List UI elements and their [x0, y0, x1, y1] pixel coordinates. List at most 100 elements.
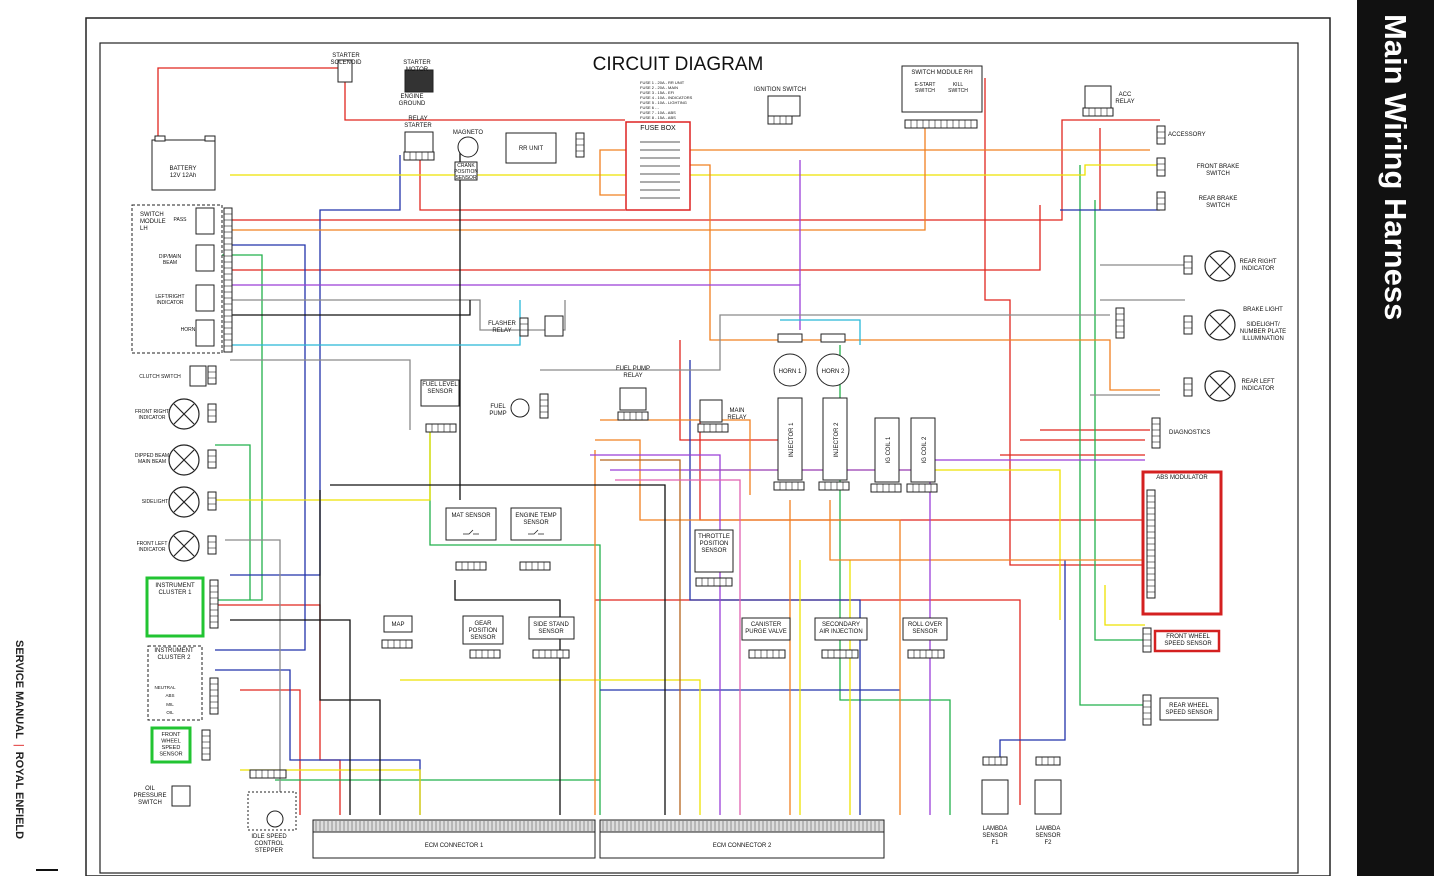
fuse-rating-row: FUSE 4 - 10A - INDICATORS — [640, 95, 693, 100]
label-front-brake-switch: FRONT BRAKE — [1197, 164, 1240, 170]
label-front-right-indicator: FRONT RIGHT — [135, 409, 169, 415]
battery-terminal-pos — [204, 135, 216, 142]
label-sidelight: SIDELIGHT — [142, 499, 168, 505]
label-secondary-air-injection: SECONDARY — [822, 622, 860, 628]
fuel-pump — [510, 398, 530, 418]
magneto — [457, 136, 479, 158]
label-engine-ground: ENGINE — [400, 94, 423, 100]
fuel-pump-relay — [619, 387, 647, 411]
wire-green — [215, 444, 251, 600]
wire-green — [1094, 200, 1145, 641]
relay-starter-connector — [403, 151, 435, 161]
wire-black — [330, 484, 666, 815]
label-brake-light: BRAKE LIGHT — [1243, 307, 1283, 313]
label-lambda-f2: F2 — [1044, 840, 1052, 846]
label-gear-position-sensor: SENSOR — [470, 635, 496, 641]
label-engine-temp-sensor: ENGINE TEMP — [515, 513, 556, 519]
wire-grey — [225, 539, 281, 815]
wire-red — [215, 604, 341, 815]
label-switch-module-lh: LH — [140, 226, 148, 232]
label-rr-unit: RR UNIT — [519, 146, 544, 152]
wire-black — [230, 300, 471, 316]
ig-coil-2 — [910, 417, 936, 483]
label-front-left-indicator: INDICATOR — [138, 547, 165, 553]
label-rear-left-indicator: INDICATOR — [1242, 386, 1275, 392]
label-front-wheel-speed-left: SENSOR — [159, 752, 182, 758]
rear-wheel-speed-connector — [1142, 694, 1152, 726]
wire-grey — [230, 299, 566, 331]
acc-relay-connector — [1082, 107, 1114, 117]
label-rear-wheel-speed: SPEED SENSOR — [1165, 710, 1213, 716]
label-gear-position-sensor: POSITION — [469, 628, 498, 634]
label-pass: PASS — [174, 217, 188, 223]
label-lambda-f1: LAMBDA — [983, 826, 1008, 832]
relay-starter — [404, 131, 434, 153]
label-dipped-main-beam: MAIN BEAM — [138, 459, 166, 465]
wire-red — [240, 689, 301, 815]
wire-green — [215, 254, 263, 601]
fuse-rating-row: FUSE 1 - 20A - RR UNIT — [640, 80, 685, 85]
fuse-rating-row: FUSE 2 - 20A - MAIN — [640, 85, 678, 90]
mat-sensor — [445, 507, 497, 541]
flasher-relay-connector — [519, 317, 529, 337]
label-dipped-main-beam: DIPPED BEAM — [135, 453, 169, 459]
wire-yellow — [215, 430, 431, 501]
label-instrument-cluster-1: INSTRUMENT — [155, 583, 195, 589]
label-engine-ground: GROUND — [399, 101, 426, 107]
label-sidelight-plate: NUMBER PLATE — [1240, 329, 1286, 335]
label-lambda-f1: SENSOR — [982, 833, 1008, 839]
side-stand-sensor — [528, 616, 575, 640]
front-brake-switch-connector — [1156, 157, 1166, 177]
label-diagnostics: DIAGNOSTICS — [1169, 430, 1210, 436]
main-relay-connector — [697, 423, 729, 433]
gear-position-connector — [469, 649, 501, 659]
label-crank-sensor: SENSOR — [455, 175, 477, 181]
label-fuse-box: FUSE BOX — [640, 125, 676, 132]
instrument-cluster-2 — [147, 645, 203, 721]
label-oil-pressure-switch: SWITCH — [138, 800, 162, 806]
ig-coil-2-connector — [906, 483, 938, 493]
label-switch-module-lh: MODULE — [140, 219, 166, 225]
wire-green — [839, 345, 951, 815]
label-front-wheel-speed-right: SPEED SENSOR — [1164, 641, 1212, 647]
front-right-indicator-connector — [207, 403, 217, 423]
starter-solenoid — [337, 59, 353, 83]
fuel-level-sensor — [420, 379, 460, 407]
front-left-indicator-connector — [207, 535, 217, 555]
label-fuel-level-sensor: SENSOR — [427, 389, 453, 395]
lambda-sensor-f2 — [1034, 779, 1062, 815]
fuel-level-connector — [425, 423, 457, 433]
wire-purple — [610, 469, 931, 815]
wire-red — [157, 67, 345, 143]
side-title: Main Wiring Harness — [1378, 14, 1413, 321]
label-dip-main: BEAM — [163, 260, 177, 266]
wire-blue — [999, 560, 1066, 760]
wire-red — [344, 82, 625, 121]
label-kill-switch: KILL — [953, 82, 964, 88]
ecm-connector-1-pins — [312, 819, 596, 833]
label-rear-brake-switch: REAR BRAKE — [1199, 196, 1238, 202]
battery-terminal-neg — [154, 135, 166, 142]
injector-1-connector — [773, 481, 805, 491]
gear-position-sensor — [462, 615, 504, 645]
label-idle-speed-stepper: STEPPER — [255, 848, 284, 854]
label-rear-right-indicator: REAR RIGHT — [1239, 259, 1276, 265]
manual-footer: SERVICE MANUAL|ROYAL ENFIELD — [13, 640, 25, 840]
label-roll-over-sensor: SENSOR — [912, 629, 938, 635]
label-engine-temp-sensor: SENSOR — [523, 520, 549, 526]
rr-unit — [505, 132, 557, 164]
label-ignition-switch: IGNITION SWITCH — [754, 87, 806, 93]
label-lambda-f2: SENSOR — [1035, 833, 1061, 839]
map-sensor — [383, 615, 413, 633]
ignition-switch — [767, 95, 801, 117]
label-ig-coil-1: IG COIL 1 — [886, 436, 892, 463]
wire-black — [230, 619, 351, 815]
label-fuel-pump-relay: FUEL PUMP — [616, 366, 650, 372]
wire-blue — [230, 155, 401, 576]
horn-2 — [816, 353, 850, 387]
map-connector — [381, 639, 413, 649]
label-relay-starter: STARTER — [404, 123, 432, 129]
wire-blue — [215, 669, 421, 815]
wire-red — [984, 78, 1145, 566]
